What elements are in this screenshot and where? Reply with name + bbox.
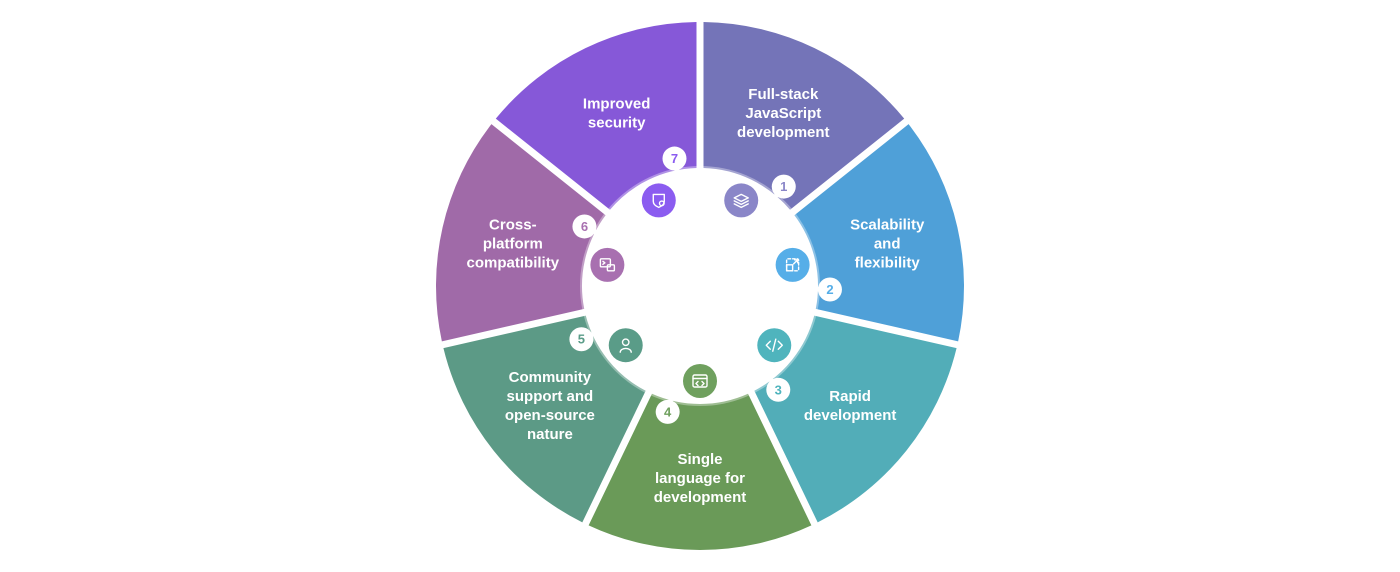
segment-7-number-badge: 7 xyxy=(662,146,687,181)
segment-2-number-badge: 2 xyxy=(807,277,842,302)
layers-icon xyxy=(721,180,762,221)
segment-3 xyxy=(754,315,957,523)
devices-icon xyxy=(587,244,628,285)
svg-text:5: 5 xyxy=(578,332,585,347)
badges-layer: 1 2 3 4 5 6 7 xyxy=(569,146,842,424)
segment-7 xyxy=(495,22,697,210)
icons-layer xyxy=(587,180,813,401)
svg-text:7: 7 xyxy=(671,151,678,166)
svg-text:3: 3 xyxy=(775,382,782,397)
segment-3-number-badge: 3 xyxy=(765,372,791,402)
segment-1-number-badge: 1 xyxy=(769,174,796,204)
scale-frame-icon xyxy=(772,244,813,285)
segment-5-number-badge: 5 xyxy=(569,327,602,352)
segment-6 xyxy=(436,124,606,342)
center-hub xyxy=(628,214,772,358)
segment-4 xyxy=(588,393,812,551)
svg-text:2: 2 xyxy=(826,282,833,297)
segment-5 xyxy=(443,315,646,523)
svg-text:4: 4 xyxy=(664,404,672,419)
person-icon xyxy=(605,325,646,366)
segment-4-number-badge: 4 xyxy=(655,390,680,424)
segment-6-number-badge: 6 xyxy=(572,214,604,239)
segment-1 xyxy=(703,22,905,210)
shield-gear-icon xyxy=(638,180,679,221)
svg-text:6: 6 xyxy=(581,219,588,234)
code-icon xyxy=(754,325,795,366)
svg-text:1: 1 xyxy=(780,179,787,194)
browser-code-icon xyxy=(680,361,720,401)
